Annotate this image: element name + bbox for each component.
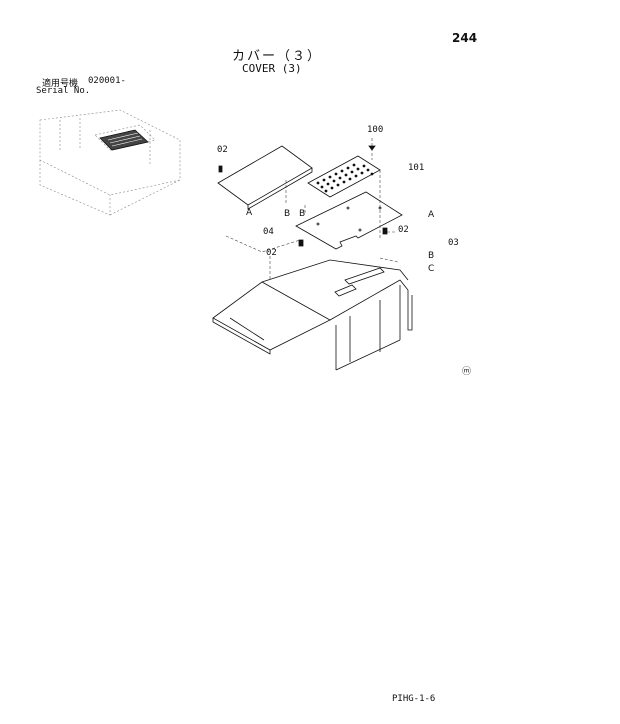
- perforation-holes: [316, 163, 374, 193]
- serial-label-english: Serial No.: [36, 86, 91, 96]
- machine-thumbnail-grille: [107, 132, 143, 147]
- match-letter-C: C: [428, 264, 434, 274]
- cover-panel-perforated: [307, 155, 381, 198]
- callout-04: 04: [263, 227, 274, 237]
- match-letter-A-right: A: [428, 210, 435, 220]
- callout-03: 03: [448, 238, 459, 248]
- callout-02-middle: 02: [266, 248, 277, 258]
- callout-02-top: 02: [217, 145, 228, 155]
- callout-101: 101: [408, 163, 424, 173]
- serial-label-japanese: 適用号機: [42, 79, 79, 89]
- page-title-english: COVER (3): [242, 62, 302, 75]
- match-letter-B-middle: B: [299, 209, 305, 219]
- machine-deck: [212, 259, 413, 371]
- cover-panel-left: [217, 145, 313, 210]
- page-number: 244: [452, 31, 478, 45]
- machine-thumbnail: [39, 109, 181, 216]
- bolt-symbols: [218, 145, 388, 247]
- page-title-japanese: カバー（３）: [232, 49, 323, 64]
- match-letter-B-left: B: [284, 209, 290, 219]
- match-letter-A-left: A: [246, 208, 253, 218]
- callout-100: 100: [367, 125, 383, 135]
- footer-code: PIHG-1-6: [392, 694, 436, 704]
- match-letter-B-right: B: [428, 251, 434, 261]
- serial-value: 020001-: [88, 76, 126, 86]
- cover-plate-center: [295, 191, 403, 250]
- circled-mark: ⓜ: [462, 366, 471, 377]
- callout-02-right: 02: [398, 225, 409, 235]
